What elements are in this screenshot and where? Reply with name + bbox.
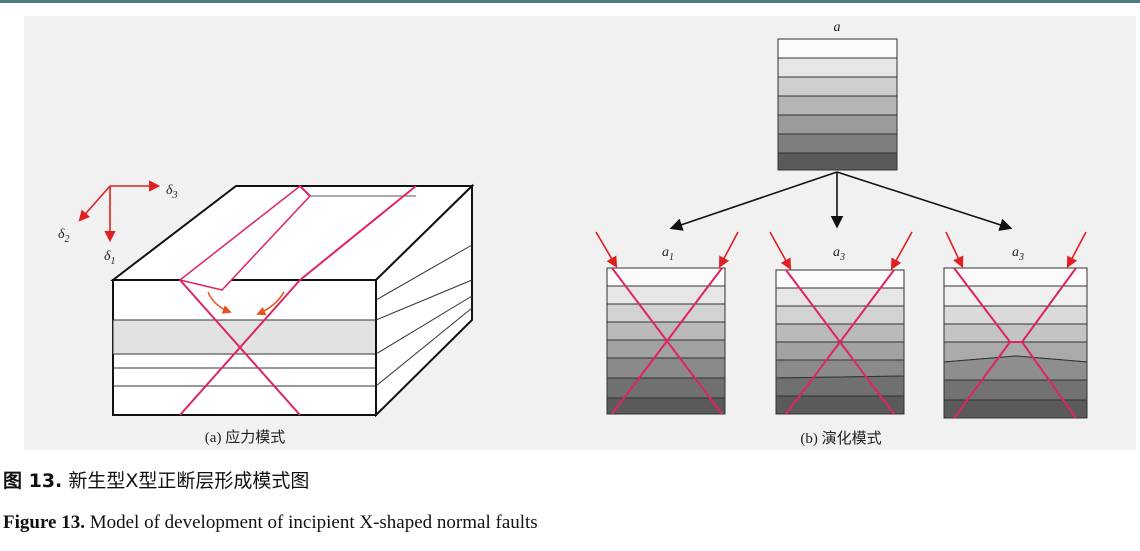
sigma3-label: δ3 (166, 183, 178, 201)
block-a1-label: a1 (662, 245, 674, 263)
top-layer-block (777, 38, 898, 171)
sigma2-label: δ2 (58, 227, 70, 245)
top-accent-bar (0, 0, 1140, 3)
caption-cn-label: 图 13. (3, 470, 63, 492)
layer-block-a3-right (943, 231, 1088, 419)
caption-cn-text: 新生型X型正断层形成模式图 (68, 470, 310, 492)
stress-block (110, 183, 475, 418)
sigma1-label: δ1 (104, 249, 116, 267)
caption-chinese: 图 13. 新生型X型正断层形成模式图 (3, 466, 309, 493)
top-block-label: a (834, 20, 841, 35)
block-a3-right-label: a3 (1012, 245, 1024, 263)
stress-axes: δ3 δ2 δ1 (58, 180, 178, 267)
evolution-arrows (669, 171, 1013, 231)
layer-block-a1 (595, 231, 739, 415)
panel-a-label: (a) 应力模式 (205, 428, 285, 446)
layer-block-a3-middle (769, 231, 913, 415)
block-a3-middle-label: a3 (833, 245, 845, 263)
caption-english: Figure 13. Model of development of incip… (3, 512, 538, 534)
panel-b-label: (b) 演化模式 (800, 430, 881, 447)
caption-en-text: Model of development of incipient X-shap… (89, 512, 538, 533)
caption-en-label: Figure 13. (3, 512, 85, 533)
